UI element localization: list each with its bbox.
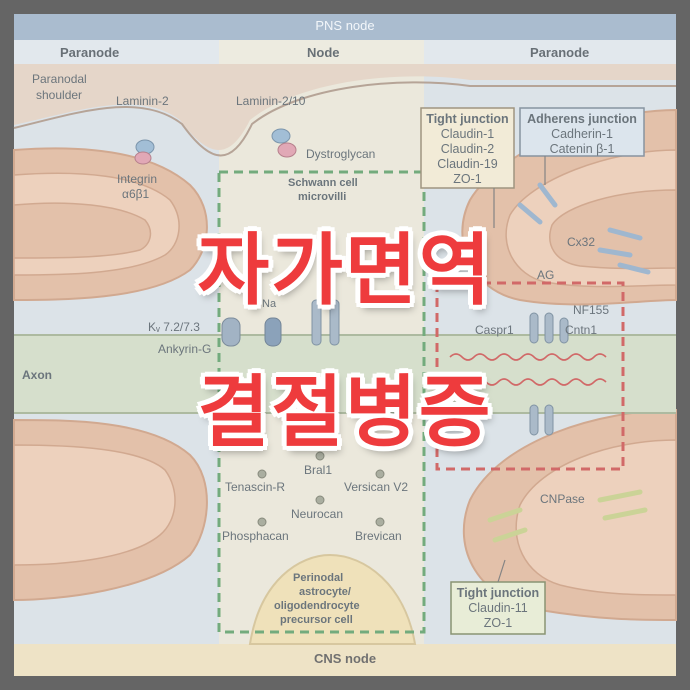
label-perinodal-4: precursor cell xyxy=(280,614,353,626)
label-cntn1: Cntn1 xyxy=(565,323,598,337)
paranodal-junction-proteins xyxy=(529,312,569,436)
tight-junction-box-top xyxy=(420,107,515,189)
tight-junction-rods xyxy=(487,489,648,543)
aj-line-1: Cadherin-1 xyxy=(551,127,613,141)
label-perinodal-1: Perinodal xyxy=(293,572,344,584)
overlay-title-line-2: 결절병증 xyxy=(197,368,493,458)
label-laminin-2-10: Laminin-2/10 xyxy=(236,94,306,108)
label-kv-channel: Kᵥ 7.2/7.3 xyxy=(148,320,200,334)
label-caspr1: Caspr1 xyxy=(475,323,514,337)
label-ag: AG xyxy=(537,268,555,282)
cns-node-title: CNS node xyxy=(313,651,377,666)
label-paranodal-shoulder-2: shoulder xyxy=(36,88,83,102)
label-bral1: Bral1 xyxy=(304,463,333,477)
section-right-paranode: Paranode xyxy=(530,45,590,60)
pns-node-title: PNS node xyxy=(315,18,375,33)
label-tenascin-r: Tenascin-R xyxy=(225,480,286,494)
label-na: Na xyxy=(262,298,277,310)
cns-footer-bar xyxy=(14,644,676,676)
paranodal-wavy-lines xyxy=(449,353,607,386)
tight-junction-top-text: Tight junction Claudin-1 Claudin-2 Claud… xyxy=(421,112,514,187)
kv-channels xyxy=(221,299,340,347)
adherens-junction-title: Adherens junction xyxy=(527,112,637,126)
tj-top-line-2: Claudin-2 xyxy=(440,142,495,156)
section-node: Node xyxy=(307,45,340,60)
node-dashed-region xyxy=(217,170,426,634)
tj-bottom-line-2: ZO-1 xyxy=(483,616,513,630)
label-brevican: Brevican xyxy=(355,529,402,543)
ecm-dots xyxy=(257,451,385,527)
adherens-junction-box xyxy=(519,107,645,157)
tj-top-line-3: Claudin-19 xyxy=(437,157,498,171)
label-laminin-2: Laminin-2 xyxy=(116,94,169,108)
label-paranodal-shoulder-1: Paranodal xyxy=(32,72,87,86)
axon-band xyxy=(14,335,676,413)
label-perinodal-2: astrocyte/ xyxy=(299,586,351,598)
perinodal-cell xyxy=(248,553,417,645)
label-perinodal-3: oligodendrocyte xyxy=(274,600,360,612)
label-cx32: Cx32 xyxy=(567,235,596,249)
label-schwann-2: microvilli xyxy=(298,191,347,203)
label-schwann-1: Schwann cell xyxy=(288,177,358,189)
pns-header-bar xyxy=(14,14,676,40)
label-cnpase: CNPase xyxy=(540,492,585,506)
tight-junction-top-title: Tight junction xyxy=(426,112,509,126)
schwann-cell-cytoplasm xyxy=(14,64,676,150)
overlay-title-line-1: 자가면역 xyxy=(197,226,493,316)
section-left-paranode: Paranode xyxy=(60,45,120,60)
paranode-dashed-region xyxy=(435,281,625,471)
label-nf155: NF155 xyxy=(573,303,610,317)
tj-bottom-line-1: Claudin-11 xyxy=(468,601,528,615)
left-myelin-top xyxy=(13,147,208,302)
label-phosphacan: Phosphacan xyxy=(222,529,289,543)
label-integrin-1: Integrin xyxy=(117,172,158,186)
tj-top-line-1: Claudin-1 xyxy=(440,127,495,141)
label-integrin-2: α6β1 xyxy=(122,187,150,201)
cx32-gap-junctions xyxy=(517,182,651,275)
adherens-junction-text: Adherens junction Cadherin-1 Catenin β-1 xyxy=(520,112,644,157)
aj-line-2: Catenin β-1 xyxy=(549,142,615,156)
label-dystroglycan: Dystroglycan xyxy=(306,147,376,161)
label-ankyrin-g: Ankyrin-G xyxy=(158,342,212,356)
laminin-2-symbol xyxy=(134,139,155,165)
tj-top-line-4: ZO-1 xyxy=(453,172,482,186)
schwann-membrane xyxy=(13,81,676,157)
label-versican: Versican V2 xyxy=(344,480,409,494)
left-myelin-bottom xyxy=(13,418,208,602)
laminin-210-symbol xyxy=(271,128,297,158)
label-axon: Axon xyxy=(22,368,52,382)
label-neurocan: Neurocan xyxy=(291,507,344,521)
tight-junction-bottom-text: Tight junction Claudin-11 ZO-1 xyxy=(451,586,545,631)
tight-junction-bottom-title: Tight junction xyxy=(456,586,540,600)
